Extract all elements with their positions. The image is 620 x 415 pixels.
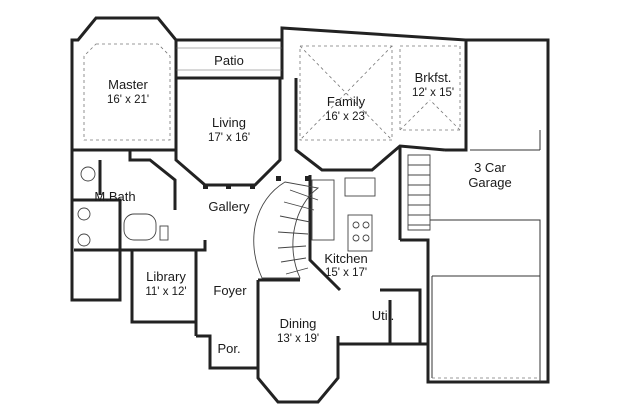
room-dims-dining: 13' x 19' — [277, 333, 319, 345]
kitchen-fixtures — [311, 177, 376, 252]
staircase-main — [253, 181, 320, 279]
room-labels: Master 16' x 21' Patio Living 17' x 16' … — [94, 53, 511, 356]
room-name-family: Family — [327, 94, 366, 109]
room-dims-garage: Garage — [468, 175, 511, 190]
interior-walls — [72, 78, 541, 382]
room-name-kitchen: Kitchen — [324, 251, 367, 266]
room-name-brkfst: Brkfst. — [415, 70, 452, 85]
room-dims-living: 17' x 16' — [208, 132, 250, 144]
room-dims-kitchen: 15' x 17' — [325, 267, 367, 279]
bath-fixtures — [77, 166, 169, 247]
room-dims-library: 11' x 12' — [145, 286, 186, 298]
patio-hatch — [176, 47, 282, 71]
room-name-foyer: Foyer — [213, 283, 247, 298]
room-dims-master: 16' x 21' — [107, 94, 149, 106]
room-name-garage: 3 Car — [474, 160, 506, 175]
room-name-dining: Dining — [280, 316, 317, 331]
room-name-library: Library — [146, 269, 186, 284]
room-name-patio: Patio — [214, 53, 244, 68]
ceiling-lines — [83, 43, 461, 141]
room-name-master: Master — [108, 77, 148, 92]
staircase-rear — [407, 154, 431, 231]
room-name-mbath: M.Bath — [94, 189, 135, 204]
room-dims-brkfst: 12' x 15' — [412, 87, 454, 99]
room-name-living: Living — [212, 115, 246, 130]
room-dims-family: 16' x 23' — [325, 111, 367, 123]
room-name-porch: Por. — [217, 341, 240, 356]
columns — [203, 176, 310, 189]
exterior-walls — [70, 16, 550, 404]
garage-details — [431, 130, 541, 379]
room-name-util: Util. — [372, 308, 394, 323]
room-name-gallery: Gallery — [208, 199, 250, 214]
